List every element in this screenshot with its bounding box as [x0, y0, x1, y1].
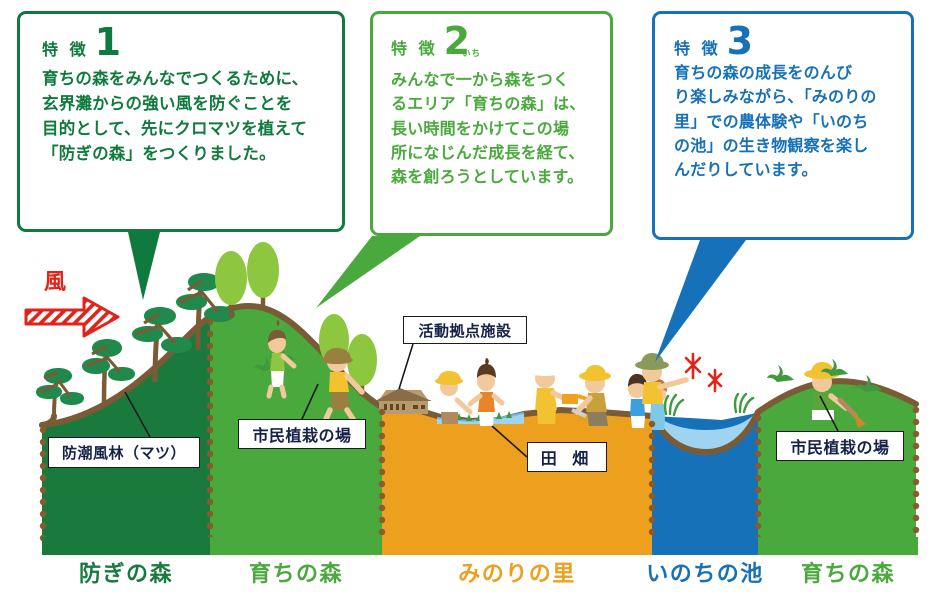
callout-3-line-2: り楽しみながら、「みのりの [674, 87, 877, 107]
pine-tree-icon [176, 273, 235, 351]
person-planting-icon [266, 320, 297, 399]
zone-label-sodachi-right: 育ちの森 [800, 562, 895, 587]
zone-segment-inochi [652, 537, 758, 555]
sapling-group [767, 359, 882, 392]
zone-label-sodachi-left: 育ちの森 [248, 562, 343, 587]
label-shimin-planting-right: 市民植栽の場 [776, 431, 904, 461]
grass-tuft [663, 392, 755, 417]
dragonfly-icon [707, 368, 723, 393]
callout-1-line-4: 「防ぎの森」をつくりました。 [42, 144, 276, 164]
person-pointing-icon [635, 353, 689, 404]
callout-1-line-1: 育ちの森をみんなでつくるために、 [42, 69, 309, 89]
callout-3-keyword: 特 徴 [674, 39, 721, 59]
callout-box-1: 特 徴 1 育ちの森をみんなでつくるために、 玄界灘からの強い風を防ぐことを 目… [17, 11, 345, 232]
callout-3-body: 育ちの森の成長をのんび り楽しみながら、「みのりの 里」での農体験や「いのち の… [655, 57, 911, 183]
wind-label: 風 [44, 270, 67, 295]
callout-2-ruby: いち [462, 49, 482, 60]
callout-2-body: いち みんなで一から森をつく るエリア「育ちの森」は、 長い時間をかけてこの場 … [373, 49, 610, 190]
broadleaf-tree-group [215, 242, 377, 396]
callout-3-line-5: んだりしています。 [674, 160, 818, 180]
callout-2-line-3: 長い時間をかけてこの場 [391, 118, 570, 138]
zone-segment-sodachi-left [210, 537, 382, 555]
zone-body-minori [382, 407, 652, 540]
wind-arrow-icon [24, 296, 120, 338]
zone-label-row: 防ぎの森 育ちの森 みのりの里 いのちの池 育ちの森 [0, 556, 931, 598]
pine-tree-icon [132, 307, 192, 383]
callout-3-line-3: 里」での農体験や「いのち [674, 111, 869, 131]
person-standing-icon [467, 358, 505, 426]
callout-box-3: 特 徴 3 育ちの森の成長をのんび り楽しみながら、「みのりの 里」での農体験や… [652, 11, 914, 240]
zone-segment-bogi [42, 537, 210, 555]
callout-3-line-4: の池」の生き物観察を楽し [674, 136, 869, 156]
pine-tree-group [36, 273, 235, 419]
label-bocho-furin: 防潮風林（マツ） [48, 437, 200, 468]
landscape-illustration [36, 242, 920, 542]
callout-2-keyword: 特 徴 [391, 39, 438, 59]
zone-label-bogi: 防ぎの森 [78, 562, 173, 587]
leader-line-shimin-right [819, 395, 839, 432]
zone-segment-sodachi-right [758, 537, 918, 555]
callout-3-line-1: 育ちの森の成長をのんび [674, 63, 853, 83]
callout-2-line-1: いち みんなで一から森をつく [391, 49, 610, 92]
callout-2-number: 2 [443, 19, 471, 63]
callout-1-line-2: 玄界灘からの強い風を防ぐことを [42, 94, 293, 114]
callout-1-line-3: 目的として、先にクロマツを植えて [42, 119, 308, 139]
person-planting-icon [321, 348, 365, 422]
callout-2-line-1-text: みんなで一から森をつく [391, 70, 570, 90]
facility-building-icon [375, 388, 432, 414]
label-shimin-planting-left: 市民植栽の場 [238, 419, 366, 449]
pine-tree-icon [36, 368, 84, 419]
callout-2-header: 特 徴 2 [373, 14, 610, 63]
leader-line-tahata [491, 425, 528, 458]
callout-1-number: 1 [94, 20, 122, 64]
callout-2-line-2: るエリア「育ちの森」は、 [391, 94, 586, 114]
zone-label-minori: みのりの里 [458, 562, 576, 587]
callout-1-keyword: 特 徴 [42, 40, 89, 60]
callout-1-body: 育ちの森をみんなでつくるために、 玄界灘からの強い風を防ぐことを 目的として、先… [20, 60, 342, 166]
label-katsudo-kyoten: 活動拠点施設 [403, 316, 527, 344]
zone-color-bar [0, 537, 931, 555]
person-planting-icon [435, 371, 473, 424]
callout-2-line-5: 森を創ろうとしています。 [391, 167, 584, 187]
callout-3-number: 3 [726, 19, 754, 63]
person-planting-icon [571, 365, 611, 426]
leader-line-shimin-left [301, 383, 319, 420]
zone-body-bogi [42, 317, 210, 540]
dragonfly-icon [684, 352, 702, 380]
leader-line-bochofurin [124, 391, 151, 438]
person-child-icon [628, 374, 647, 428]
label-tahata: 田 畑 [527, 442, 607, 472]
callout-box-2: 特 徴 2 いち みんなで一から森をつく るエリア「育ちの森」は、 長い時間をか… [370, 11, 613, 236]
zone-segment-minori [382, 537, 652, 555]
callout-1-header: 特 徴 1 [20, 14, 342, 64]
leader-line-group [124, 343, 839, 458]
broadleaf-tree-icon [247, 242, 279, 306]
leader-line-kyoten [398, 343, 414, 390]
callout-2-line-4: 所になじんだ成長を経て、 [391, 143, 585, 163]
callout-3-header: 特 徴 3 [655, 14, 911, 63]
wind-indicator: 風 [22, 270, 127, 338]
zone-label-inochi: いのちの池 [646, 562, 764, 587]
pine-tree-icon [82, 339, 135, 405]
broadleaf-tree-icon [215, 251, 247, 318]
